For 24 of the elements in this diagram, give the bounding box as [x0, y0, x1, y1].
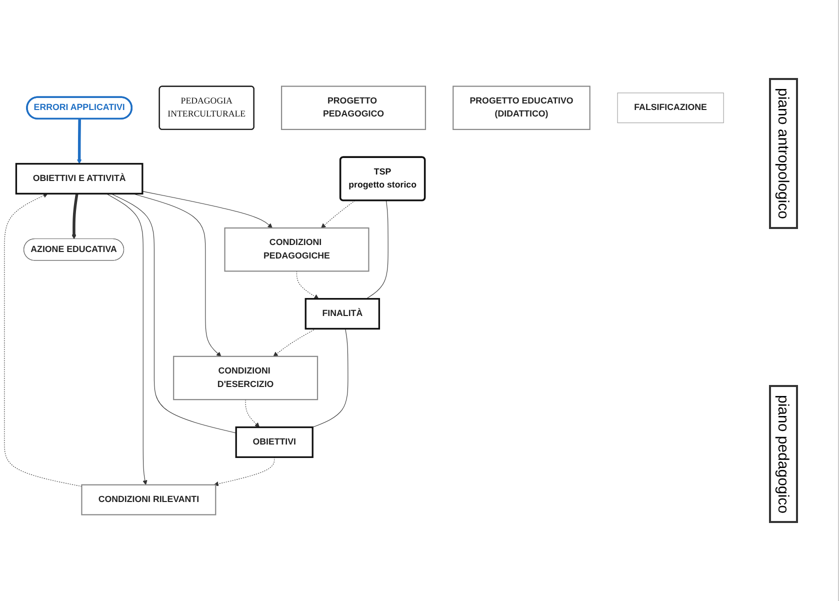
connector: [110, 193, 236, 434]
arrow: [106, 193, 148, 486]
arrow: [4, 193, 82, 487]
connector: [366, 200, 388, 300]
plane-label: piano antropologico: [768, 78, 798, 229]
connector: [312, 328, 348, 428]
arrow: [245, 399, 260, 428]
arrow: [72, 193, 78, 240]
arrow: [296, 270, 319, 300]
node-box: OBIETTIVI E ATTIVITÀ: [15, 162, 144, 194]
plane-label: piano pedagogico: [768, 384, 798, 524]
node-box: PROGETTO PEDAGOGICO: [281, 86, 426, 130]
arrow: [273, 328, 316, 357]
arrow: [142, 191, 273, 228]
arrow: [76, 118, 82, 164]
node-box: OBIETTIVI: [235, 426, 314, 458]
node-box: CONDIZIONI PEDAGOGICHE: [224, 227, 370, 272]
arrow: [214, 456, 275, 486]
node-box: PROGETTO EDUCATIVO (DIDATTICO): [452, 86, 590, 130]
node-box: FINALITÀ: [304, 298, 380, 330]
node-box: FALSIFICAZIONE: [617, 92, 724, 124]
node-box: CONDIZIONI RILEVANTI: [81, 484, 216, 516]
arrow: [320, 200, 356, 228]
node-box: CONDIZIONI D'ESERCIZIO: [173, 356, 318, 400]
